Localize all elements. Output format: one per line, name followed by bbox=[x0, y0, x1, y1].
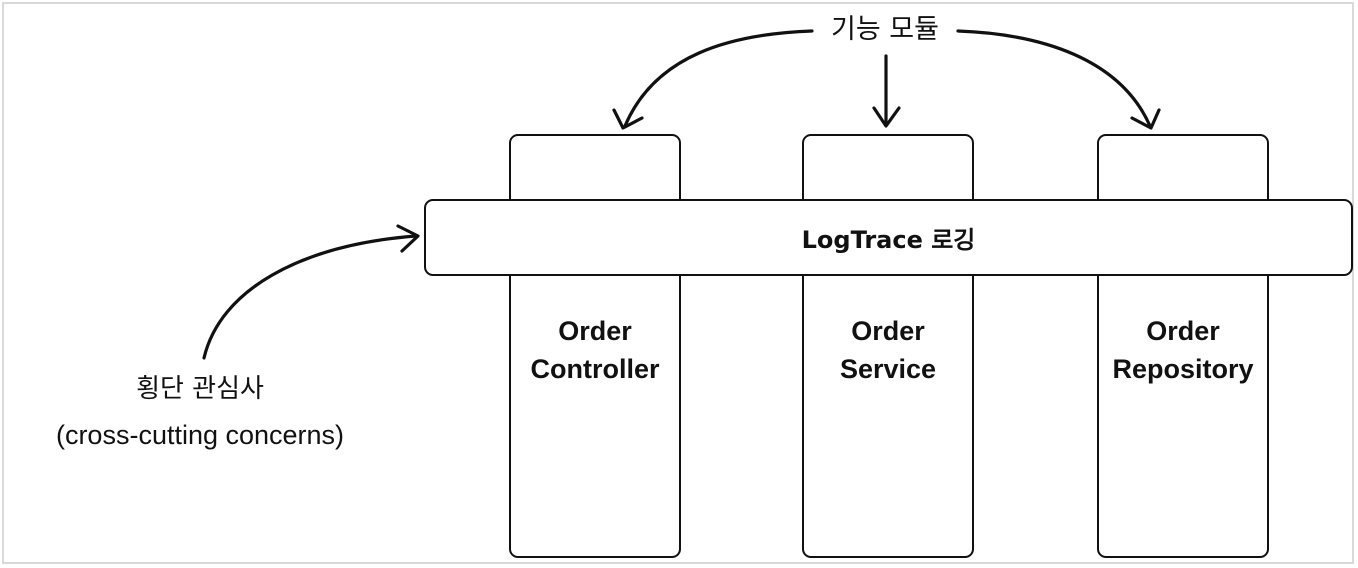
cross-cutting-label: 횡단 관심사 (cross-cutting concerns) bbox=[4, 366, 396, 458]
feature-modules-label: 기능 모듈 bbox=[831, 14, 939, 45]
module-label: Order Controller bbox=[511, 312, 679, 388]
logtrace-label: LogTrace 로깅 bbox=[801, 226, 976, 254]
module-label: Order Repository bbox=[1099, 312, 1267, 388]
module-label-line2: Controller bbox=[530, 354, 660, 384]
arrow-to-logtrace bbox=[202, 234, 418, 360]
module-label-line2: Service bbox=[839, 354, 937, 384]
module-label-line1: Order bbox=[558, 316, 632, 346]
logtrace-bar: LogTrace 로깅 bbox=[424, 199, 1353, 276]
cross-cutting-label-en: (cross-cutting concerns) bbox=[55, 420, 345, 450]
module-label-line1: Order bbox=[1146, 316, 1220, 346]
cross-cutting-label-ko: 횡단 관심사 bbox=[136, 374, 264, 404]
arrowhead-repository bbox=[1130, 108, 1161, 130]
arrowhead-controller bbox=[612, 108, 644, 130]
module-label: Order Service bbox=[804, 312, 972, 388]
arrow-to-controller bbox=[623, 29, 814, 128]
arrowhead-service bbox=[872, 106, 901, 128]
arrow-to-repository bbox=[956, 29, 1152, 128]
module-label-line1: Order bbox=[851, 316, 925, 346]
arrowhead-logtrace bbox=[396, 224, 420, 253]
module-label-line2: Repository bbox=[1112, 354, 1254, 384]
